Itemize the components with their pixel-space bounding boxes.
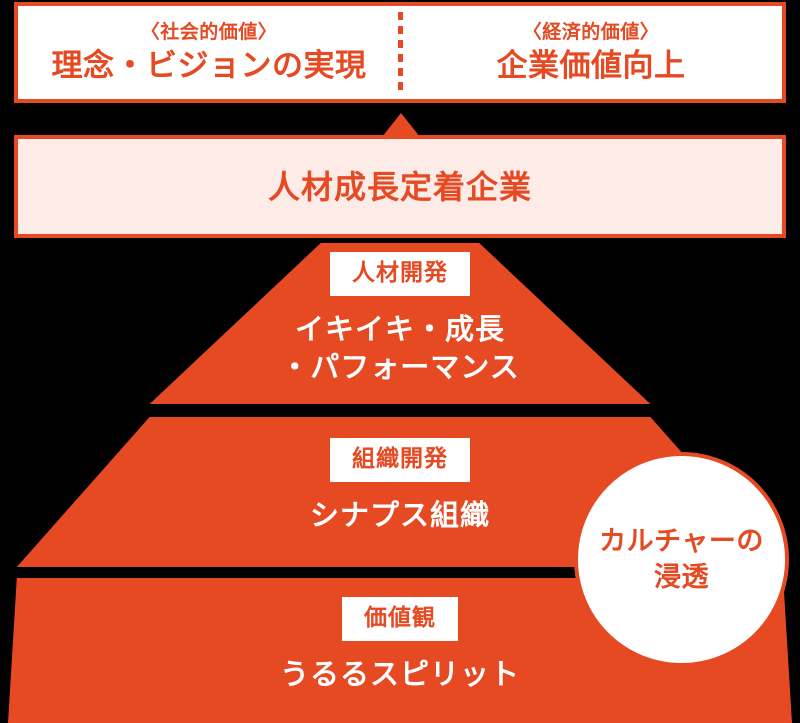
economic-value-panel: 〈経済的価値〉 企業価値向上 (400, 6, 782, 99)
social-value-kicker: 〈社会的価値〉 (140, 21, 278, 43)
pyramid-layer-middle-title: シナプス組織 (309, 498, 490, 532)
pyramid-layer-top-content: 人材開発 イキイキ・成長 ・パフォーマンス (200, 252, 600, 386)
pyramid-layer-middle-chip: 組織開発 (330, 438, 470, 482)
pyramid-layer-bottom-title: うるるスピリット (279, 657, 520, 691)
pyramid-layer-top-chip: 人材開発 (330, 252, 470, 296)
goal-box-label: 人材成長定着企業 (267, 167, 532, 206)
up-arrow-icon (382, 113, 420, 137)
culture-circle-label: カルチャーの 浸透 (591, 524, 772, 594)
culture-circle: カルチャーの 浸透 (574, 452, 789, 667)
goal-box: 人材成長定着企業 (14, 135, 786, 238)
pyramid-layer-top-title-line2: ・パフォーマンス (280, 349, 520, 384)
dashed-divider-icon (398, 12, 403, 93)
social-value-panel: 〈社会的価値〉 理念・ビジョンの実現 (18, 6, 400, 99)
pyramid-layer-bottom-chip: 価値観 (342, 597, 458, 641)
pyramid-layer-bottom-content: 価値観 うるるスピリット (200, 597, 600, 694)
economic-value-title: 企業価値向上 (496, 48, 686, 84)
culture-circle-label-line2: 浸透 (653, 561, 709, 593)
pyramid-layer-middle-content: 組織開発 シナプス組織 (200, 438, 600, 535)
culture-circle-label-line1: カルチャーの (599, 526, 764, 558)
pyramid-layer-top-title: イキイキ・成長 ・パフォーマンス (280, 311, 519, 386)
pyramid-layer-top-title-line1: イキイキ・成長 (294, 312, 505, 346)
social-value-title: 理念・ビジョンの実現 (51, 48, 367, 84)
economic-value-kicker: 〈経済的価値〉 (522, 21, 660, 43)
